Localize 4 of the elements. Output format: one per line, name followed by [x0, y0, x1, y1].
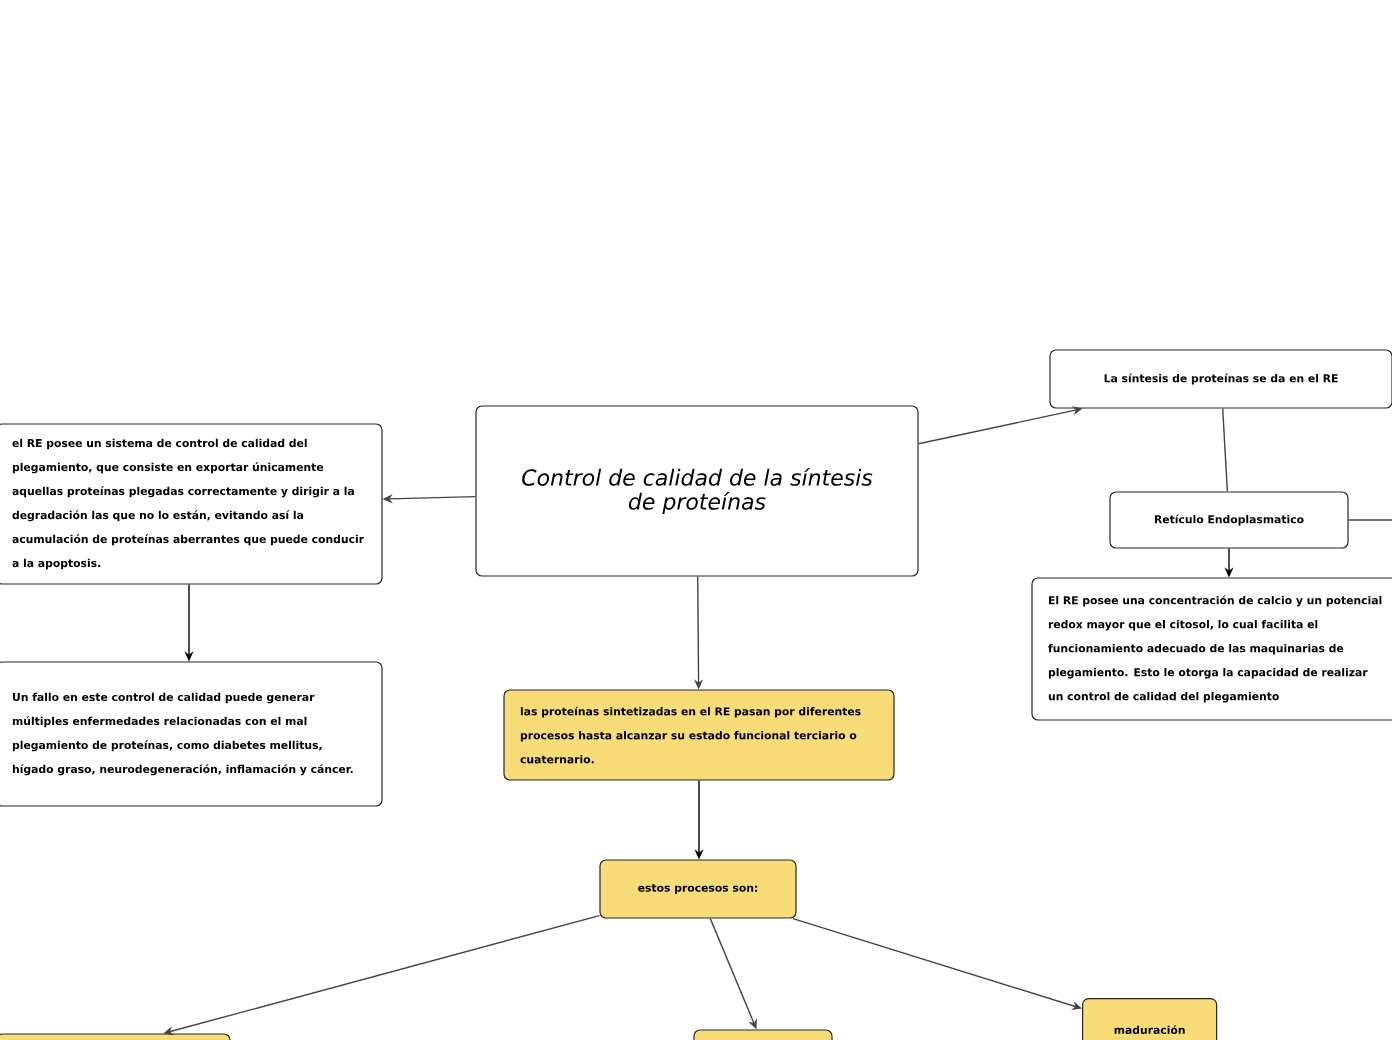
empty-box [0, 1033, 231, 1040]
arrow [792, 917, 1082, 1010]
central-topic-box: Control de calidad de la síntesis de proteínas [475, 405, 919, 577]
empty-box [693, 1029, 833, 1040]
